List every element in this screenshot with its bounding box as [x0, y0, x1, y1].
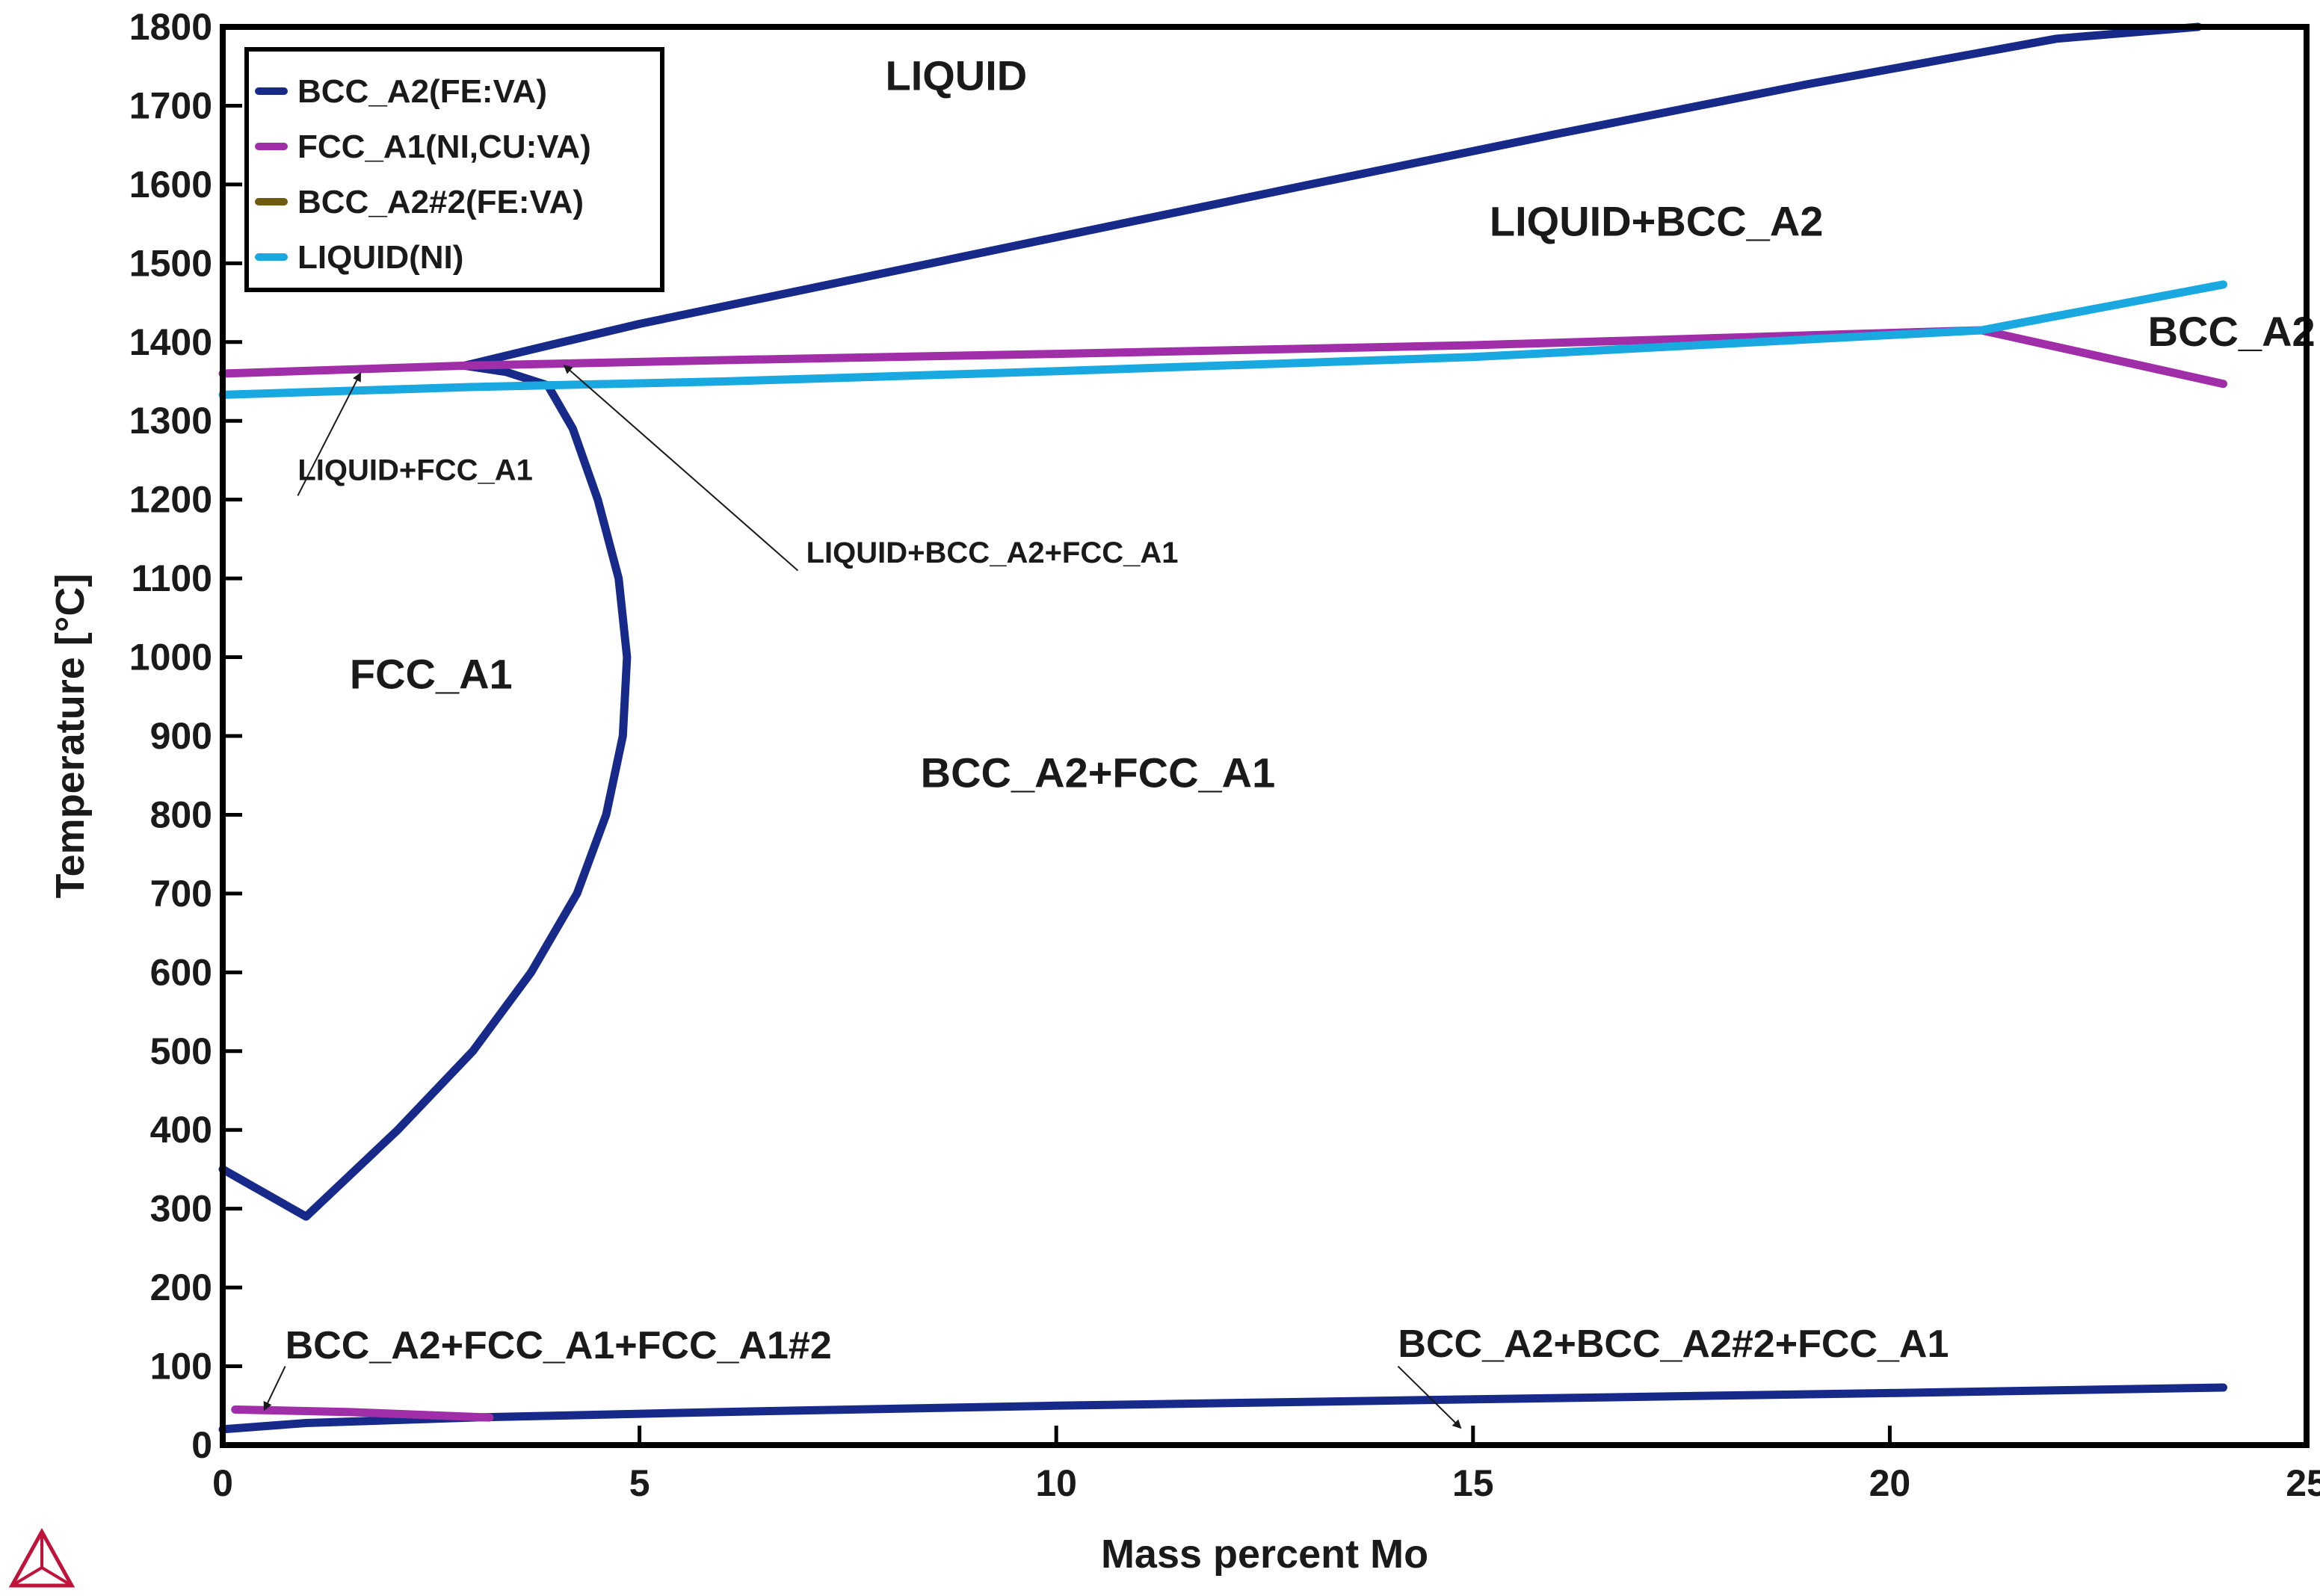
y-tick-label: 400: [150, 1109, 212, 1151]
series-line-bcc-a2-2: [218, 1383, 2227, 1434]
annotation-layer: LIQUIDLIQUID+BCC_A2BCC_A2LIQUID+FCC_A1LI…: [263, 52, 2316, 1429]
y-tick-label: 1000: [129, 637, 212, 678]
region-label-2: BCC_A2: [2148, 308, 2316, 355]
y-tick-label: 600: [150, 951, 212, 993]
annotation-arrow-4: [563, 365, 799, 572]
x-tick-label: 10: [1035, 1462, 1077, 1504]
x-tick-label: 0: [212, 1462, 233, 1504]
region-label-0: LIQUID: [885, 52, 1027, 99]
x-axis-label: Mass percent Mo: [1101, 1532, 1428, 1577]
series-line-liquid-0: [218, 280, 2227, 399]
y-tick-label: 0: [191, 1424, 212, 1466]
series-layer: [218, 22, 2227, 1434]
y-axis: 0 100 200 300 400 500 600 700 800 900 1000 1100 1200…: [129, 6, 242, 1466]
legend-label: FCC_A1(NI,CU:VA): [297, 129, 591, 165]
legend-box: [244, 47, 664, 292]
y-tick-label: 900: [150, 715, 212, 757]
y-tick-label: 800: [150, 794, 212, 835]
region-label-5: FCC_A1: [350, 651, 513, 698]
y-tick-label: 500: [150, 1030, 212, 1072]
y-tick-label: 1600: [129, 164, 212, 205]
y-tick-label: 1400: [129, 321, 212, 363]
y-tick-label: 1100: [132, 557, 212, 599]
series-line-bcc-a2-1: [218, 361, 632, 1221]
region-label-6: BCC_A2+FCC_A1: [921, 749, 1276, 797]
legend: BCC_A2(FE:VA) FCC_A1(NI,CU:VA) BCC_A2#2(FE…: [244, 47, 664, 292]
x-tick-label: 5: [629, 1462, 650, 1504]
legend-label: BCC_A2(FE:VA): [297, 73, 547, 110]
series-line-fcc-a1-1: [231, 1405, 494, 1422]
software-logo-icon: [8, 1527, 75, 1588]
region-label-7: BCC_A2+FCC_A1+FCC_A1#2: [286, 1324, 832, 1367]
y-axis-label: Temperature [°C]: [48, 574, 93, 899]
y-tick-label: 700: [150, 873, 212, 915]
y-tick-label: 1700: [129, 84, 212, 126]
x-axis: 0 5 10 15 20 25: [212, 1426, 2320, 1504]
region-label-4: LIQUID+BCC_A2+FCC_A1: [806, 536, 1179, 569]
y-tick-label: 1200: [129, 479, 212, 521]
x-tick-label: 25: [2286, 1462, 2320, 1504]
annotation-arrow-7: [263, 1366, 286, 1411]
y-tick-label: 1800: [129, 6, 212, 48]
y-tick-label: 100: [150, 1346, 212, 1388]
y-tick-label: 300: [150, 1188, 212, 1230]
x-tick-label: 20: [1869, 1462, 1911, 1504]
series-line-bcc-a2-0: [460, 22, 2203, 370]
y-tick-label: 1300: [129, 400, 212, 442]
region-label-1: LIQUID+BCC_A2: [1490, 197, 1824, 244]
y-tick-label: 200: [150, 1266, 212, 1308]
region-label-3: LIQUID+FCC_A1: [297, 454, 533, 486]
legend-label: BCC_A2#2(FE:VA): [297, 184, 584, 220]
y-tick-label: 1500: [129, 242, 212, 284]
x-tick-label: 15: [1452, 1462, 1494, 1504]
legend-label: LIQUID(NI): [297, 239, 463, 276]
annotation-arrow-3: [297, 372, 361, 496]
annotation-arrow-8: [1397, 1365, 1462, 1429]
region-label-8: BCC_A2+BCC_A2#2+FCC_A1: [1398, 1323, 1949, 1366]
